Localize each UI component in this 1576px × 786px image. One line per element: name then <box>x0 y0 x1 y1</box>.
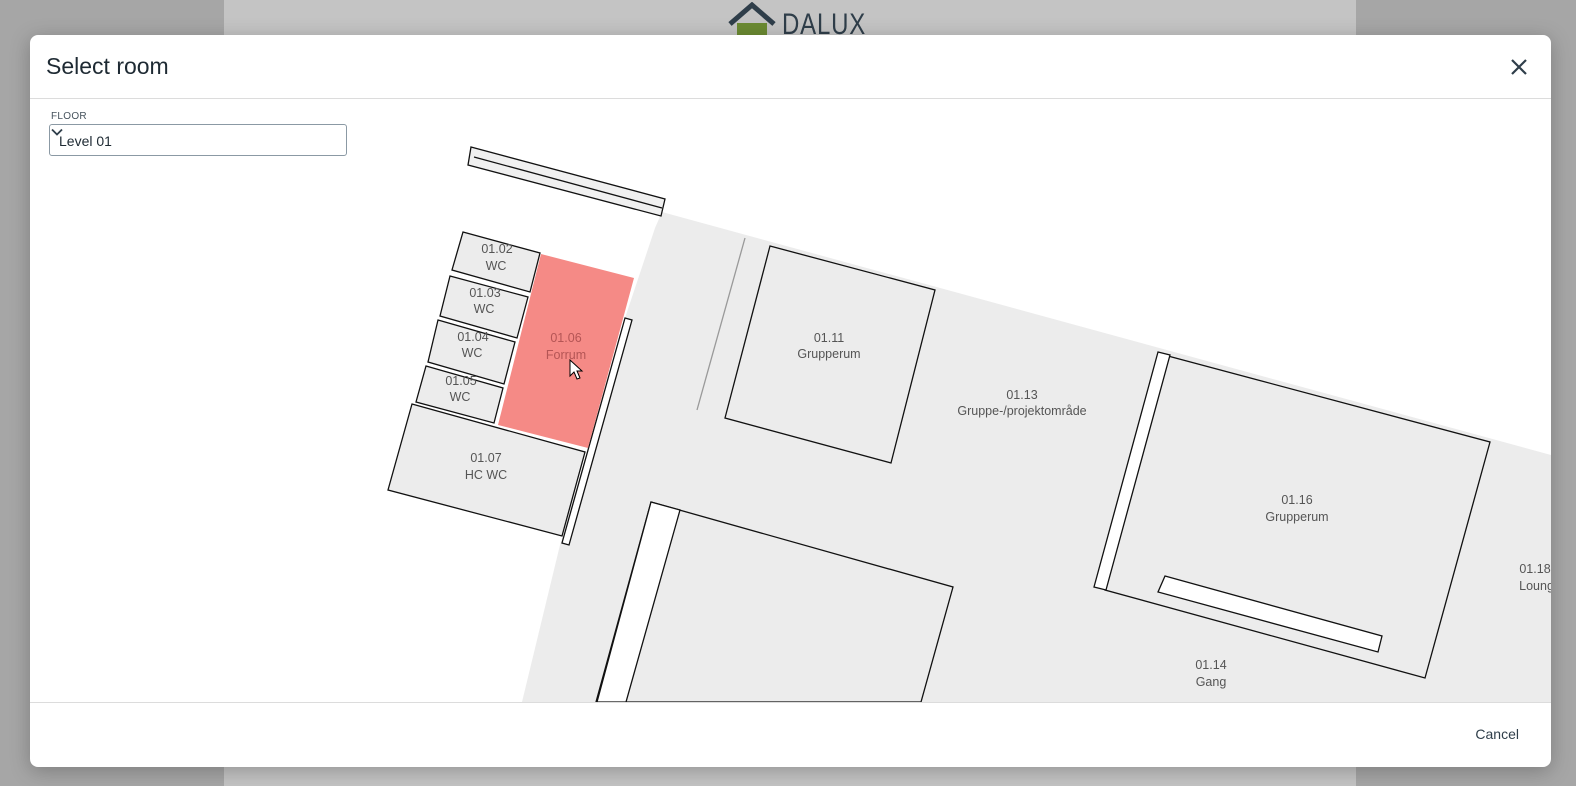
dialog-header: Select room <box>30 35 1551 99</box>
room-name: Gruppe-/projektområde <box>957 404 1086 418</box>
mouse-cursor-icon <box>569 358 584 380</box>
room-01-05[interactable] <box>415 365 504 424</box>
room-01-11[interactable] <box>724 245 936 464</box>
select-room-dialog: Select room <box>30 35 1551 767</box>
floor-select[interactable]: Level 01 <box>49 124 347 156</box>
room-name: Gang <box>1196 675 1227 689</box>
room-number: 01.13 <box>1006 388 1037 402</box>
room-name: HC WC <box>465 468 507 482</box>
dialog-footer: Cancel <box>30 702 1551 767</box>
room-name: Grupperum <box>1265 510 1328 524</box>
floor-plan[interactable]: 01.02 WC 01.03 WC 01.04 WC 01.05 WC 01.0… <box>30 99 1551 702</box>
room-name: Lounge <box>1519 579 1551 593</box>
room-number: 01.14 <box>1195 658 1226 672</box>
room-name: WC <box>486 259 507 273</box>
room-number: 01.04 <box>457 330 488 344</box>
room-number: 01.03 <box>469 286 500 300</box>
room-01-02[interactable] <box>451 231 541 293</box>
room-number: 01.05 <box>445 374 476 388</box>
dialog-title: Select room <box>46 53 169 79</box>
room-number: 01.06 <box>550 331 581 345</box>
room-labels: 01.02 WC 01.03 WC 01.04 WC 01.05 WC 01.0… <box>445 242 1551 689</box>
room-name: WC <box>450 390 471 404</box>
room-number: 01.11 <box>814 331 844 345</box>
floor-select-value: Level 01 <box>59 133 112 149</box>
cancel-button[interactable]: Cancel <box>1475 726 1519 742</box>
wall-lower <box>596 501 681 702</box>
wall-left-corridor <box>561 317 633 546</box>
close-icon[interactable] <box>1507 55 1531 79</box>
room-name: WC <box>462 346 483 360</box>
floor-plan-map[interactable]: 01.02 WC 01.03 WC 01.04 WC 01.05 WC 01.0… <box>30 99 1551 702</box>
room-number: 01.02 <box>481 242 512 256</box>
chevron-down-icon <box>51 128 63 136</box>
room-01-04[interactable] <box>427 319 516 385</box>
room-name: WC <box>474 302 495 316</box>
room-number: 01.18 <box>1519 562 1550 576</box>
room-01-03[interactable] <box>439 275 529 339</box>
bench <box>1157 575 1383 653</box>
house-logo-icon <box>728 2 776 36</box>
room-01-06-forrum[interactable] <box>498 254 634 448</box>
room-number: 01.07 <box>470 451 501 465</box>
wall-room-01-16 <box>1093 351 1171 591</box>
room-name: Forrum <box>546 348 586 362</box>
floor-label: FLOOR <box>51 111 87 122</box>
room-01-07[interactable] <box>387 403 586 537</box>
room-name: Grupperum <box>797 347 860 361</box>
room-number: 01.16 <box>1281 493 1312 507</box>
